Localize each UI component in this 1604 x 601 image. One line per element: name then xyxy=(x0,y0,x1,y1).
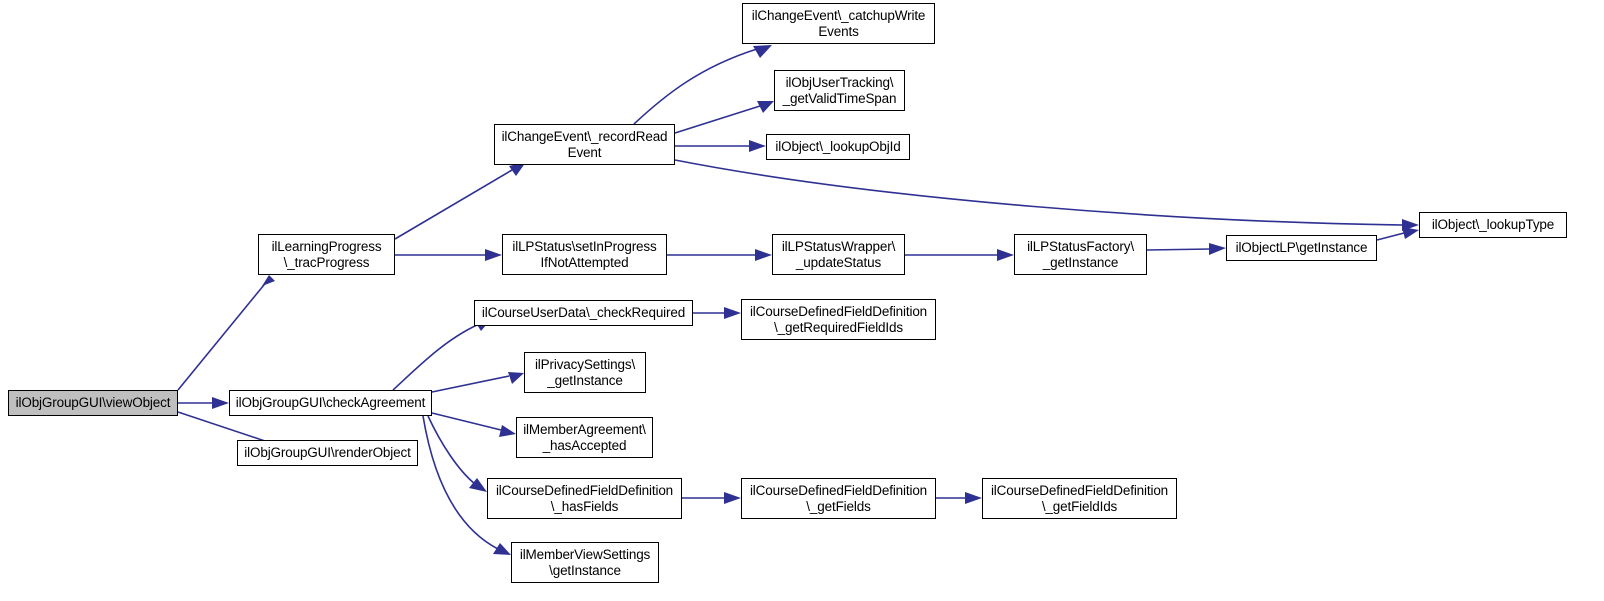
node-getRequiredFieldIds[interactable]: ilCourseDefinedFieldDefinition \_getRequ… xyxy=(741,299,936,340)
edge-checkAgreement-memberViewSettings xyxy=(422,415,511,555)
node-objectLpGetInstance[interactable]: ilObjectLP\getInstance xyxy=(1226,235,1377,261)
edge-tracProgress-recordReadEvent xyxy=(394,162,526,240)
edge-checkAgreement-privacySettings xyxy=(431,372,524,393)
node-getValidTimeSpan[interactable]: ilObjUserTracking\ _getValidTimeSpan xyxy=(774,70,905,111)
edge-checkRequired-getRequiredFieldIds xyxy=(693,307,741,319)
node-checkRequired[interactable]: ilCourseUserData\_checkRequired xyxy=(474,300,693,326)
edge-recordReadEvent-getValidTimeSpan xyxy=(674,101,774,134)
node-lpStatusFactoryGetInstance[interactable]: ilLPStatusFactory\ _getInstance xyxy=(1014,234,1147,275)
node-hasFields[interactable]: ilCourseDefinedFieldDefinition \_hasFiel… xyxy=(487,478,682,519)
node-getFieldIds[interactable]: ilCourseDefinedFieldDefinition \_getFiel… xyxy=(982,478,1177,519)
edge-viewObject-checkAgreement xyxy=(178,397,229,409)
node-lookupType[interactable]: ilObject\_lookupType xyxy=(1419,212,1567,238)
edge-recordReadEvent-catchupWriteEvents xyxy=(633,45,772,125)
edge-updateStatus-lpStatusFactory xyxy=(905,249,1014,261)
node-memberViewSettingsGetInstance[interactable]: ilMemberViewSettings \getInstance xyxy=(511,542,659,583)
edge-objectLpGetInstance-lookupType xyxy=(1376,227,1419,241)
node-getFields[interactable]: ilCourseDefinedFieldDefinition \_getFiel… xyxy=(741,478,936,519)
edge-getFields-getFieldIds xyxy=(936,492,982,504)
node-updateStatus[interactable]: ilLPStatusWrapper\ _updateStatus xyxy=(772,234,905,275)
node-checkAgreement[interactable]: ilObjGroupGUI\checkAgreement xyxy=(229,390,432,416)
edge-recordReadEvent-lookupType xyxy=(674,159,1419,231)
node-lookupObjId[interactable]: ilObject\_lookupObjId xyxy=(766,134,910,160)
edge-setInProgress-updateStatus xyxy=(667,249,772,261)
edge-hasFields-getFields xyxy=(682,492,741,504)
edge-checkAgreement-hasFields xyxy=(427,415,487,492)
node-catchupWriteEvents[interactable]: ilChangeEvent\_catchupWrite Events xyxy=(742,3,935,44)
node-tracProgress[interactable]: ilLearningProgress \_tracProgress xyxy=(258,234,395,275)
node-recordReadEvent[interactable]: ilChangeEvent\_recordRead Event xyxy=(494,124,675,165)
edge-checkAgreement-checkRequired xyxy=(392,318,492,391)
edge-lpStatusFactory-objectLpGetInstance xyxy=(1146,243,1226,255)
node-setInProgressIfNotAttempted[interactable]: ilLPStatus\setInProgress IfNotAttempted xyxy=(502,234,667,275)
node-memberAgreementHasAccepted[interactable]: ilMemberAgreement\ _hasAccepted xyxy=(516,417,653,458)
edge-tracProgress-setInProgress xyxy=(395,249,502,261)
node-renderObject[interactable]: ilObjGroupGUI\renderObject xyxy=(237,440,418,466)
edge-viewObject-tracProgress xyxy=(177,275,275,391)
edge-recordReadEvent-lookupObjId xyxy=(675,140,766,152)
node-viewObject[interactable]: ilObjGroupGUI\viewObject xyxy=(8,390,178,416)
edge-checkAgreement-memberAgreement xyxy=(431,412,516,437)
node-privacySettingsGetInstance[interactable]: ilPrivacySettings\ _getInstance xyxy=(524,352,646,393)
